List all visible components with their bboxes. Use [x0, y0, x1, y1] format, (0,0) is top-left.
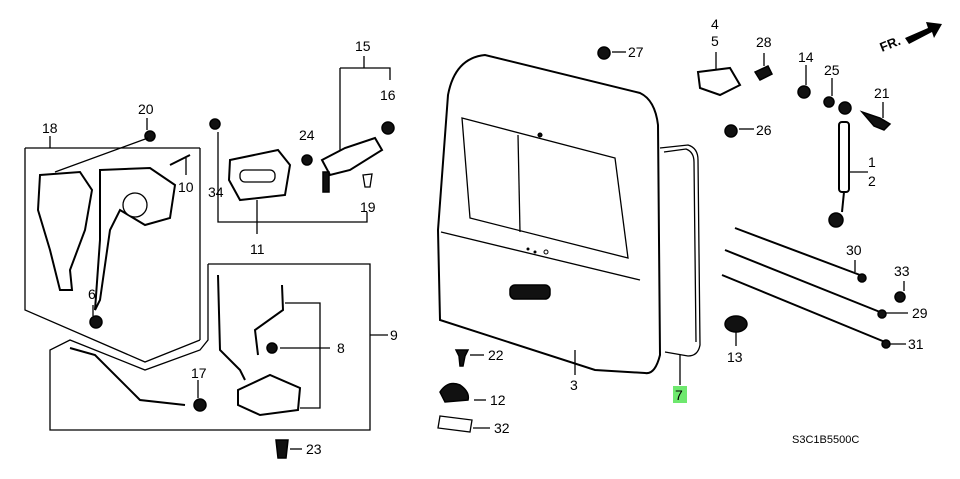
- callout-11[interactable]: 11: [250, 241, 265, 257]
- callout-7-highlight: [673, 386, 687, 403]
- ball-stud-icon: [797, 85, 811, 99]
- handle-group: [209, 56, 395, 234]
- fr-label: FR.: [878, 33, 903, 55]
- nut-icon: [597, 46, 611, 60]
- screw-icon: [454, 349, 470, 367]
- strut-cylinder: [838, 121, 850, 193]
- bolt-icon: [753, 65, 774, 81]
- ball-stud-icon: [859, 110, 892, 131]
- diagram-code: S3C1B5500C: [792, 434, 859, 446]
- latch-rod: [217, 274, 246, 381]
- callout-15[interactable]: 15: [355, 38, 371, 54]
- latch-bracket: [36, 170, 94, 291]
- bolt-icon: [275, 439, 289, 459]
- striker-icon: [439, 382, 470, 403]
- callout-7[interactable]: 7: [675, 387, 683, 403]
- callout-34[interactable]: 34: [208, 184, 224, 200]
- actuator-motor: [94, 166, 177, 311]
- callout-24[interactable]: 24: [299, 127, 315, 143]
- tailgate-handle-recess: [509, 284, 551, 300]
- callout-6[interactable]: 6: [88, 286, 96, 302]
- nut-icon: [301, 154, 313, 166]
- screw-icon: [144, 130, 156, 142]
- key-icon: [322, 171, 330, 193]
- cable-30: [734, 227, 861, 276]
- rod: [69, 347, 186, 406]
- callout-32[interactable]: 32: [494, 420, 510, 436]
- cable-29: [724, 249, 881, 313]
- weatherstrip: [659, 144, 701, 385]
- bolt-icon: [894, 291, 906, 303]
- plate-icon: [437, 415, 473, 433]
- latch-motor-group: [24, 130, 201, 363]
- tailgate-panel: [436, 53, 662, 375]
- callout-31[interactable]: 31: [908, 336, 924, 352]
- callout-20[interactable]: 20: [138, 101, 154, 117]
- callout-4[interactable]: 4: [711, 16, 719, 32]
- washer-icon: [823, 96, 835, 108]
- callout-26[interactable]: 26: [756, 122, 772, 138]
- callout-13[interactable]: 13: [727, 349, 743, 365]
- callout-16[interactable]: 16: [380, 87, 396, 103]
- bolt-icon: [169, 154, 191, 166]
- cable-31: [721, 274, 886, 343]
- cylinder-cap-icon: [381, 121, 395, 135]
- grommet-icon: [724, 124, 738, 138]
- callout-25[interactable]: 25: [824, 62, 840, 78]
- callout-1[interactable]: 1: [868, 154, 876, 170]
- arrow-icon: [905, 22, 942, 44]
- center-small-parts: [437, 349, 490, 433]
- callout-23[interactable]: 23: [306, 441, 322, 457]
- callout-28[interactable]: 28: [756, 34, 772, 50]
- switch-icon: [266, 342, 278, 354]
- clip-icon: [89, 315, 103, 329]
- callout-8[interactable]: 8: [337, 340, 345, 356]
- rod-latch-group: [49, 263, 388, 459]
- handle-clip-icon: [209, 118, 221, 130]
- callout-14[interactable]: 14: [798, 49, 814, 65]
- hinge-icon: [696, 66, 742, 97]
- bumper-icon: [724, 315, 748, 333]
- callout-2[interactable]: 2: [868, 173, 876, 189]
- callout-10[interactable]: 10: [178, 179, 194, 195]
- tailgate-window: [461, 117, 629, 259]
- callout-3[interactable]: 3: [570, 377, 578, 393]
- callout-9[interactable]: 9: [390, 327, 398, 343]
- callout-18[interactable]: 18: [42, 120, 58, 136]
- key-cylinder: [320, 136, 384, 177]
- callout-30[interactable]: 30: [846, 242, 862, 258]
- callout-12[interactable]: 12: [490, 392, 506, 408]
- callout-33[interactable]: 33: [894, 263, 910, 279]
- latch-rod-2: [253, 284, 285, 356]
- callout-17[interactable]: 17: [191, 365, 207, 381]
- callout-29[interactable]: 29: [912, 305, 928, 321]
- top-small-parts: [597, 46, 774, 138]
- callout-21[interactable]: 21: [874, 85, 890, 101]
- gas-strut: [797, 65, 892, 228]
- callout-5[interactable]: 5: [711, 33, 719, 49]
- callout-19[interactable]: 19: [360, 199, 376, 215]
- front-direction-marker: FR.: [878, 22, 942, 55]
- retainer-clip: [362, 173, 373, 188]
- rod-clip-icon: [193, 398, 207, 412]
- tailgate-latch: [237, 373, 302, 417]
- callout-22[interactable]: 22: [488, 347, 504, 363]
- tailgate-cables: [721, 227, 908, 349]
- callout-27[interactable]: 27: [628, 44, 644, 60]
